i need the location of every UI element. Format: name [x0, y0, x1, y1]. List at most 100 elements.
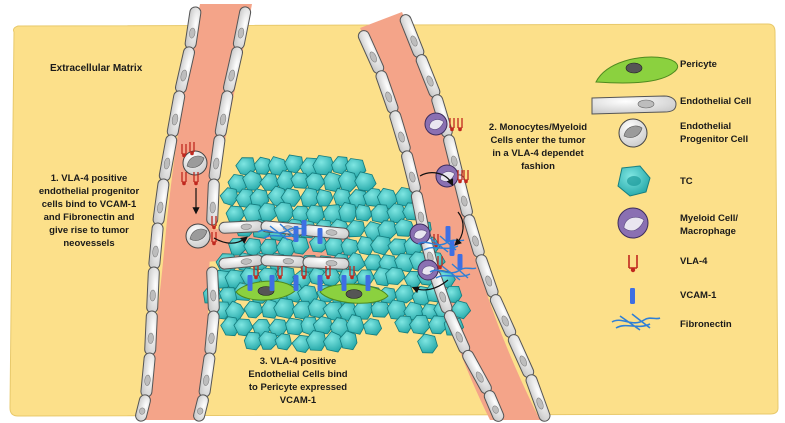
vla4-head [438, 265, 442, 270]
endothelial-nucleus-icon [637, 99, 655, 109]
vessel-walls [135, 6, 551, 422]
vla4-molecule [181, 144, 187, 158]
vcam1-molecule [341, 275, 347, 291]
tumor-cell [220, 316, 241, 337]
myeloid-cell [417, 259, 439, 281]
endothelial-cell [302, 224, 350, 240]
vcam1-molecule [317, 275, 323, 291]
vla4-head [458, 179, 462, 184]
annotation-1-line: cells bind to VCAM-1 [42, 199, 137, 210]
annotation-3-line: Endothelial Cells bind [248, 369, 347, 380]
vcam1-molecule [247, 275, 253, 291]
legend-label: Endothelial Cell [680, 96, 751, 107]
endothelial-cell-nucleus [213, 157, 220, 170]
endothelial-cell-nucleus [485, 275, 493, 287]
annotation-2-line: fashion [521, 161, 555, 172]
tumor-cell [280, 187, 302, 207]
tumor-cell [258, 330, 280, 350]
vla4-head [212, 241, 216, 246]
fibronectin-fiber [257, 223, 305, 241]
tumor-cell [312, 316, 333, 335]
endothelial-progenitor-cell [182, 150, 208, 176]
vla4-head [182, 181, 186, 186]
endothelial-cell-nucleus [398, 131, 405, 143]
legend-item-vcam1: VCAM-1 [630, 288, 717, 304]
myeloid-cell [424, 112, 448, 136]
adhesion-molecules [181, 118, 477, 291]
vla4-molecule [457, 170, 463, 184]
endothelial-cell [222, 46, 244, 94]
endothelial-cell-nucleus [439, 291, 447, 303]
fibronectin-strand [429, 263, 477, 281]
tumor-cell [274, 333, 292, 351]
legend-item-pericyte: Pericyte [595, 56, 717, 84]
arrow-epc-into-vessel [213, 236, 248, 244]
annotation-1-line: neovessels [63, 238, 114, 249]
vla4-molecule [181, 172, 187, 186]
endothelial-cell-nucleus [149, 289, 156, 302]
endothelial-cell [489, 294, 517, 338]
endothelial-cell-nucleus [282, 258, 294, 265]
legend-label: Progenitor Cell [680, 134, 748, 145]
endothelial-cell [415, 54, 441, 98]
endothelial-cell [483, 390, 505, 422]
tumor-cell [362, 318, 383, 336]
vla4-head [212, 225, 216, 230]
tumor-cell [345, 314, 365, 335]
vcam1-molecule [365, 275, 371, 291]
vcam1-molecule [269, 275, 275, 291]
tumor-cell [394, 284, 416, 304]
myeloid-cell-cytoplasm [421, 265, 436, 276]
tumor-cell [394, 315, 414, 334]
endothelial-cell-nucleus [325, 260, 338, 267]
endothelial-cell-nucleus [210, 289, 217, 302]
endothelial-cell-nucleus [385, 91, 393, 103]
vla4-molecule [211, 216, 217, 230]
tumor-cell [417, 333, 438, 354]
endothelial-cell-nucleus [208, 332, 215, 344]
legend-label: VLA-4 [680, 256, 708, 267]
annotation-2: 2. Monocytes/Myeloid Cells enter the tum… [489, 122, 587, 172]
legend-item-endothelial-progenitor: Endothelial Progenitor Cell [618, 118, 748, 148]
endothelial-cell [206, 178, 220, 226]
endothelial-cell-nucleus [475, 371, 484, 383]
legend-item-tumor-cell: TC [617, 165, 693, 197]
vla4-head [194, 181, 198, 186]
vla4-molecule [193, 172, 199, 186]
tumor-cell [337, 170, 359, 193]
annotation-1: 1. VLA-4 positive endothelial progenitor… [39, 173, 140, 249]
annotation-3-line: VCAM-1 [280, 395, 317, 406]
annotation-2-line: in a VLA-4 dependet [492, 148, 584, 159]
endothelial-cell-nucleus [180, 69, 187, 82]
tumor-cell [219, 187, 239, 207]
endothelial-cell-nucleus [237, 27, 245, 39]
annotation-1-line: and Fibronectin and [44, 212, 135, 223]
annotation-3-line: to Pericyte expressed [249, 382, 347, 393]
endothelial-cell [410, 190, 430, 234]
legend-item-endothelial-cell: Endothelial Cell [591, 95, 751, 115]
endothelial-cell-nucleus [410, 35, 418, 47]
right-vessel [360, 12, 540, 420]
vla4-molecule [189, 142, 195, 156]
endothelial-cell-icon [591, 95, 677, 115]
endothelial-cell-nucleus [147, 332, 154, 344]
annotation-2-line: Cells enter the tumor [490, 135, 585, 146]
tumor-cell [261, 298, 281, 319]
endothelial-cell [399, 14, 425, 58]
endothelial-cell [152, 178, 170, 226]
vla4-molecule [349, 266, 355, 280]
vla4-molecule [277, 266, 283, 280]
tumor-cell [363, 254, 384, 271]
pericyte-nucleus [345, 289, 363, 299]
vla4-head [254, 275, 258, 280]
pericyte-nucleus-icon [625, 62, 643, 74]
tumor-cell [243, 300, 264, 319]
tumor-cell [290, 172, 311, 189]
endothelial-cell-nucleus [417, 211, 425, 223]
tumor-cell [339, 330, 358, 351]
tumor-nucleus-icon [627, 176, 641, 186]
myeloid-cytoplasm-icon [623, 216, 645, 232]
arrow-myeloid-into-tumor [411, 279, 449, 294]
endothelial-cell [463, 214, 485, 258]
tumor-cell [243, 331, 263, 351]
